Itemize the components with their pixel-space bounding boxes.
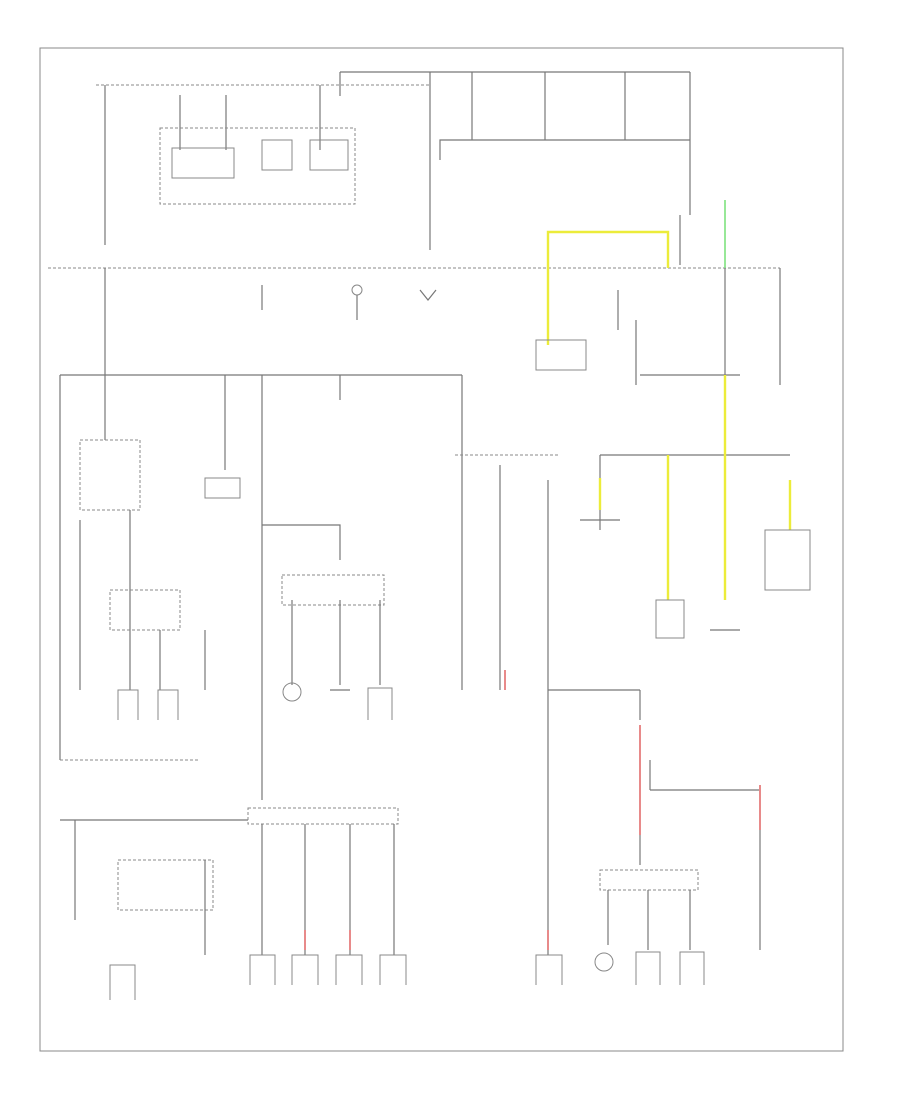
left-cluster bbox=[60, 439, 248, 920]
red-splices bbox=[304, 670, 549, 950]
relay-control-module bbox=[159, 127, 356, 205]
mid-section bbox=[59, 268, 781, 800]
center-cluster bbox=[247, 524, 407, 985]
top-bus bbox=[96, 71, 691, 265]
yellow-wire-top bbox=[546, 230, 670, 345]
lower-left bbox=[109, 859, 214, 1000]
diagram-border bbox=[39, 47, 844, 1052]
right-upper-cluster bbox=[455, 375, 811, 955]
right-lower-cluster bbox=[535, 689, 761, 985]
